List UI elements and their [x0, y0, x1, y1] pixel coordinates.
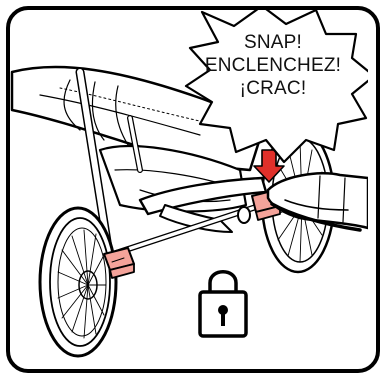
callout-line-enclenchez: ENCLENCHEZ! [188, 54, 358, 77]
rear-wheel-left [40, 208, 116, 356]
callout-line-snap: SNAP! [188, 31, 358, 54]
callout-line-crac: ¡CRAC! [188, 77, 358, 100]
callout-text: SNAP! ENCLENCHEZ! ¡CRAC! [188, 31, 358, 100]
lock-icon [200, 272, 246, 336]
